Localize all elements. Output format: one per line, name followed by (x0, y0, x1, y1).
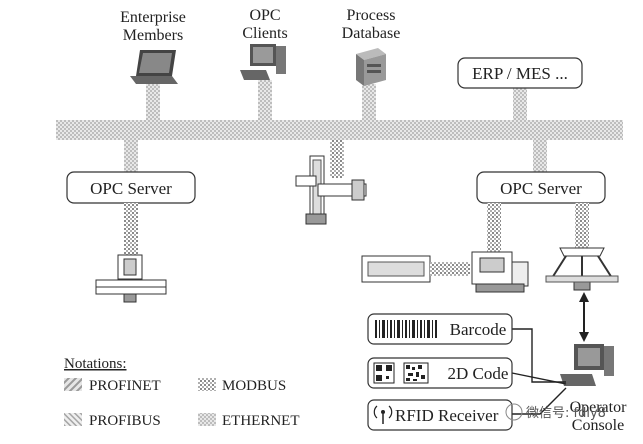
delta-robot-icon (545, 247, 619, 291)
barcode-icon (374, 319, 440, 339)
ethernet-backbone (56, 120, 623, 140)
process-db-label-2: Database (342, 25, 401, 42)
barcode-connector (512, 328, 566, 383)
operator-label-1: Operator (570, 399, 628, 416)
enterprise-link (146, 84, 160, 120)
process-db-label-1: Process (347, 7, 396, 24)
enterprise-label-2: Members (123, 27, 183, 44)
rfid-box (367, 399, 513, 431)
legend-title: Notations: (64, 356, 127, 372)
watermark-text: 微信号: fdly8 (526, 406, 606, 421)
legend-label-ethernet: ETHERNET (222, 413, 299, 429)
operator-console-icon (560, 344, 614, 386)
enterprise-label-1: Enterprise (120, 9, 186, 26)
opc-server-right-box (476, 171, 606, 204)
barcode-label: Barcode (450, 320, 507, 339)
code2d-connector (511, 372, 567, 385)
robot-arm-icon (295, 155, 367, 225)
legend-label-modbus: MODBUS (222, 378, 286, 394)
laptop-icon (130, 50, 178, 84)
rfid-label: RFID Receiver (395, 406, 499, 425)
delta-robot-link (575, 203, 589, 251)
legend-swatch-profibus (64, 413, 82, 426)
opc-server-right-label: OPC Server (500, 179, 582, 198)
conveyor-link (487, 203, 501, 253)
arrow-up-icon (579, 292, 589, 302)
process-db-link (362, 84, 376, 120)
legend-swatch-profinet (64, 378, 82, 391)
operator-label-2: Console (572, 417, 624, 434)
opc-clients-link (258, 80, 272, 120)
opc-clients-label-1: OPC (249, 7, 280, 24)
erp-label: ERP / MES ... (472, 64, 568, 83)
watermark: 微信号: fdly8 (505, 403, 606, 421)
gantry-robot-icon (95, 254, 167, 303)
desktop-computer-icon (240, 44, 286, 80)
database-server-icon (356, 48, 386, 86)
right-server-link (533, 140, 547, 172)
legend-label-profinet: PROFINET (89, 378, 161, 394)
left-server-link (124, 140, 138, 172)
conveyor-machine-icon (361, 251, 529, 293)
rfid-antenna-icon (373, 405, 393, 424)
qr-code-icon (373, 362, 429, 384)
erp-box (457, 57, 583, 89)
arrow-down-icon (579, 332, 589, 342)
opc-clients-label-2: Clients (242, 25, 287, 42)
opc-server-left-label: OPC Server (90, 179, 172, 198)
code2d-label: 2D Code (448, 364, 509, 383)
erp-link (513, 88, 527, 120)
left-robot-link (124, 203, 138, 255)
legend-swatch-ethernet (198, 413, 216, 426)
legend-label-profibus: PROFIBUS (89, 413, 161, 429)
central-robot-link (330, 140, 344, 178)
legend-swatch-modbus (198, 378, 216, 391)
